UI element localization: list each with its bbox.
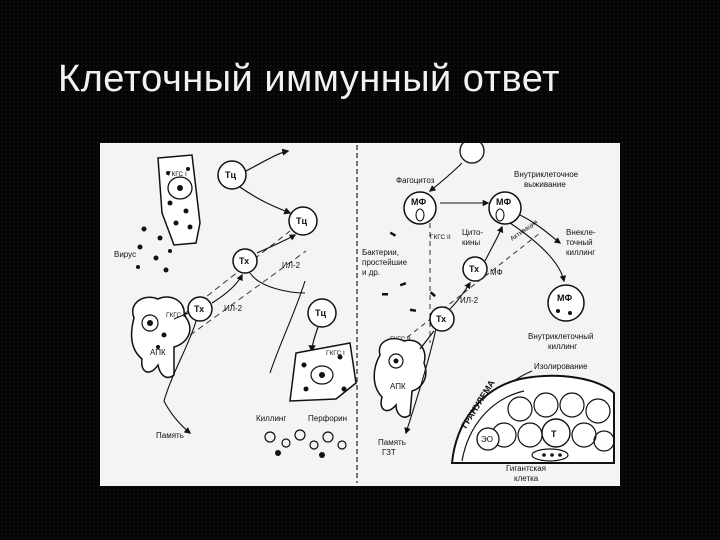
infected-cell-top xyxy=(157,154,201,246)
target-cell-low xyxy=(289,342,357,402)
tc-mid-label: Тц xyxy=(296,216,307,226)
extracell-label-1: Внекле- xyxy=(566,228,596,237)
intracell-kill-label-1: Внутриклеточный xyxy=(528,332,593,341)
th-cell-right xyxy=(462,256,488,282)
extracell-label-2: точный xyxy=(566,238,593,247)
t-cell-granuloma xyxy=(541,418,571,448)
intracell-kill-label-2: киллинг xyxy=(548,342,577,351)
apc-r-label: АПК xyxy=(390,382,406,391)
th-r2-label: Тх xyxy=(436,314,446,324)
th-cell-low xyxy=(187,296,213,322)
hla1-top-label: ГКГС I xyxy=(168,171,187,178)
virus-particles xyxy=(136,226,172,273)
macrophage-c xyxy=(547,284,585,322)
perforin-label: Перфорин xyxy=(308,414,347,423)
th-cell-right-low xyxy=(429,306,455,332)
page-title: Клеточный иммунный ответ xyxy=(58,58,561,100)
th-mid-label: Тх xyxy=(239,256,249,266)
tc-cell-low xyxy=(307,298,337,328)
tc-cell-mid xyxy=(288,206,318,236)
giant-cell-label-2: клетка xyxy=(514,474,539,483)
macrophage-b xyxy=(488,191,522,225)
isolation-label: Изолирование xyxy=(534,362,588,371)
giant-cell-label-1: Гигантская xyxy=(506,464,546,473)
extracell-label-3: киллинг xyxy=(566,248,595,257)
bacteria-label-3: и др. xyxy=(362,268,380,277)
th-cell-mid xyxy=(232,248,258,274)
intracellular-survival-label-2: выживание xyxy=(524,180,566,189)
tc-low-label: Тц xyxy=(315,308,326,318)
bacteria-rods xyxy=(382,231,436,312)
apc-cell xyxy=(130,296,191,379)
mf-c-label: МФ xyxy=(557,293,572,303)
apc-hla-label: ГКГС II xyxy=(166,312,187,319)
virus-label: Вирус xyxy=(114,250,136,259)
tc-top-label: Тц xyxy=(225,170,236,180)
bacteria-label-2: простейшие xyxy=(362,258,408,267)
il2-r-label: ИЛ-2 xyxy=(460,296,479,305)
tc-cell-top xyxy=(217,160,247,190)
nucleus-top xyxy=(167,176,193,200)
bacteria-label-1: Бактерии, xyxy=(362,248,399,257)
t-label: Т xyxy=(551,429,557,439)
cell-debris xyxy=(264,429,347,458)
phagocytosed-particle xyxy=(459,143,485,164)
memory-r-label-2: ГЗТ xyxy=(382,448,396,457)
eosinophil xyxy=(476,427,500,451)
mf-a-label: МФ xyxy=(411,197,426,207)
hla2-top-label: ГКГС II xyxy=(430,234,451,241)
cytokines-label-2: кины xyxy=(462,238,480,247)
phagocytosis-label: Фагоцитоз xyxy=(396,176,435,185)
cytokines-label-1: Цито- xyxy=(462,228,483,237)
il2-label-a: ИЛ-2 xyxy=(282,261,301,270)
right-panel: Фагоцитоз МФ МФ Внутриклеточное выживани… xyxy=(362,143,615,483)
killing-label: Киллинг xyxy=(256,414,286,423)
apc-cell-right xyxy=(373,337,427,418)
th-low-label: Тх xyxy=(194,304,204,314)
mf-small-label: МФ xyxy=(490,268,503,277)
il2-label-b: ИЛ-2 xyxy=(224,304,243,313)
intracellular-survival-label-1: Внутриклеточное xyxy=(514,170,579,179)
left-panel: ГКГС I Тц Тц Вирус Тх ИЛ-2 ГКГС II АПК xyxy=(114,148,357,458)
hla1-low-label: ГКГС I xyxy=(326,350,345,357)
memory-label: Память xyxy=(156,431,184,440)
apc-label: АПК xyxy=(150,348,166,357)
macrophage-a xyxy=(403,191,437,225)
giant-cell xyxy=(531,448,569,462)
immune-response-diagram: ГКГС I Тц Тц Вирус Тх ИЛ-2 ГКГС II АПК xyxy=(100,143,620,486)
memory-r-label-1: Память xyxy=(378,438,406,447)
mf-b-label: МФ xyxy=(496,197,511,207)
th-r-label: Тх xyxy=(469,264,479,274)
eo-label: ЭО xyxy=(481,435,493,444)
